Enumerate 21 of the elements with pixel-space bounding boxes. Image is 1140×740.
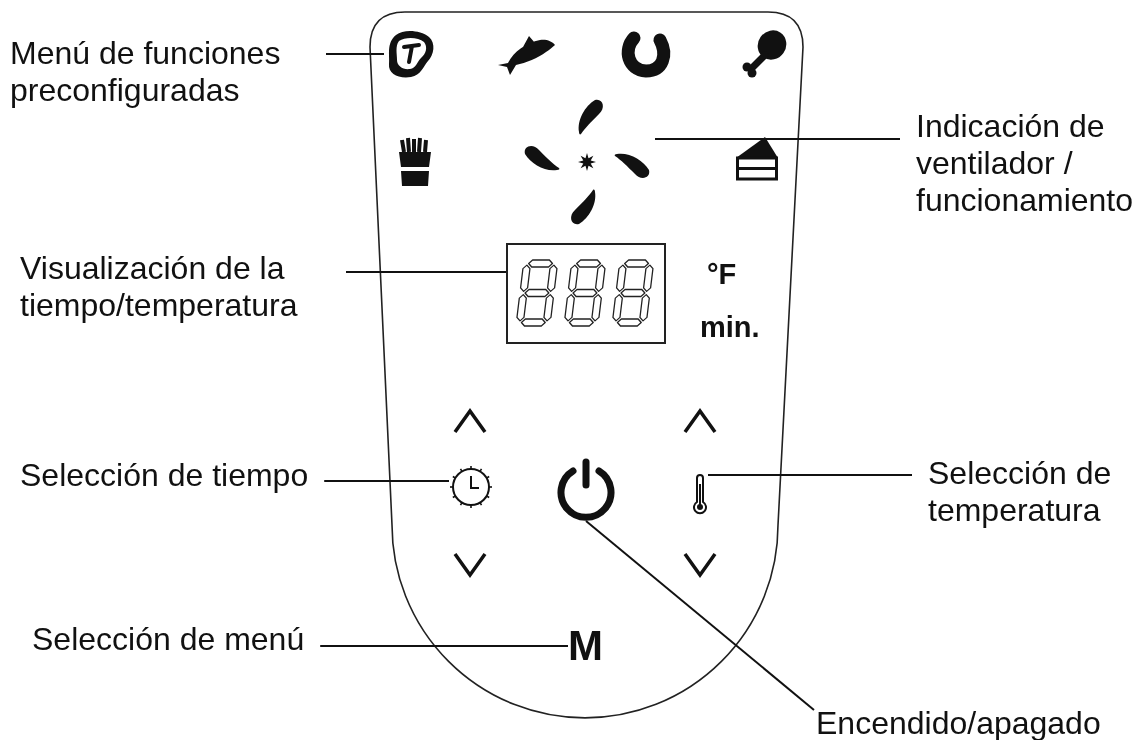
- segment-display: [506, 243, 666, 344]
- menu-key-label: M: [568, 625, 603, 667]
- callout-label: Selección de tiempo: [20, 457, 309, 494]
- callout-label: Selección de temperatura: [928, 455, 1138, 529]
- leader-line: [319, 645, 569, 647]
- power-icon: [554, 457, 618, 523]
- callout-label: Menú de funciones preconfiguradas: [10, 35, 310, 109]
- leader-line: [325, 53, 385, 55]
- clock-icon: [449, 465, 493, 509]
- callout-label: Selección de menú: [32, 621, 305, 658]
- thermometer-icon: [692, 472, 708, 516]
- leader-line: [585, 520, 815, 711]
- leader-line: [707, 474, 913, 476]
- callout-label: Visualización de la tiempo/temperatura: [20, 250, 330, 324]
- unit-label: °F: [707, 257, 737, 291]
- unit-label: min.: [700, 310, 760, 344]
- leader-line: [323, 480, 450, 482]
- leader-line: [654, 138, 901, 140]
- callout-label: Indicación de ventilador / funcionamiento: [916, 108, 1140, 219]
- callout-label: Encendido/apagado: [816, 706, 1101, 740]
- leader-line: [345, 271, 507, 273]
